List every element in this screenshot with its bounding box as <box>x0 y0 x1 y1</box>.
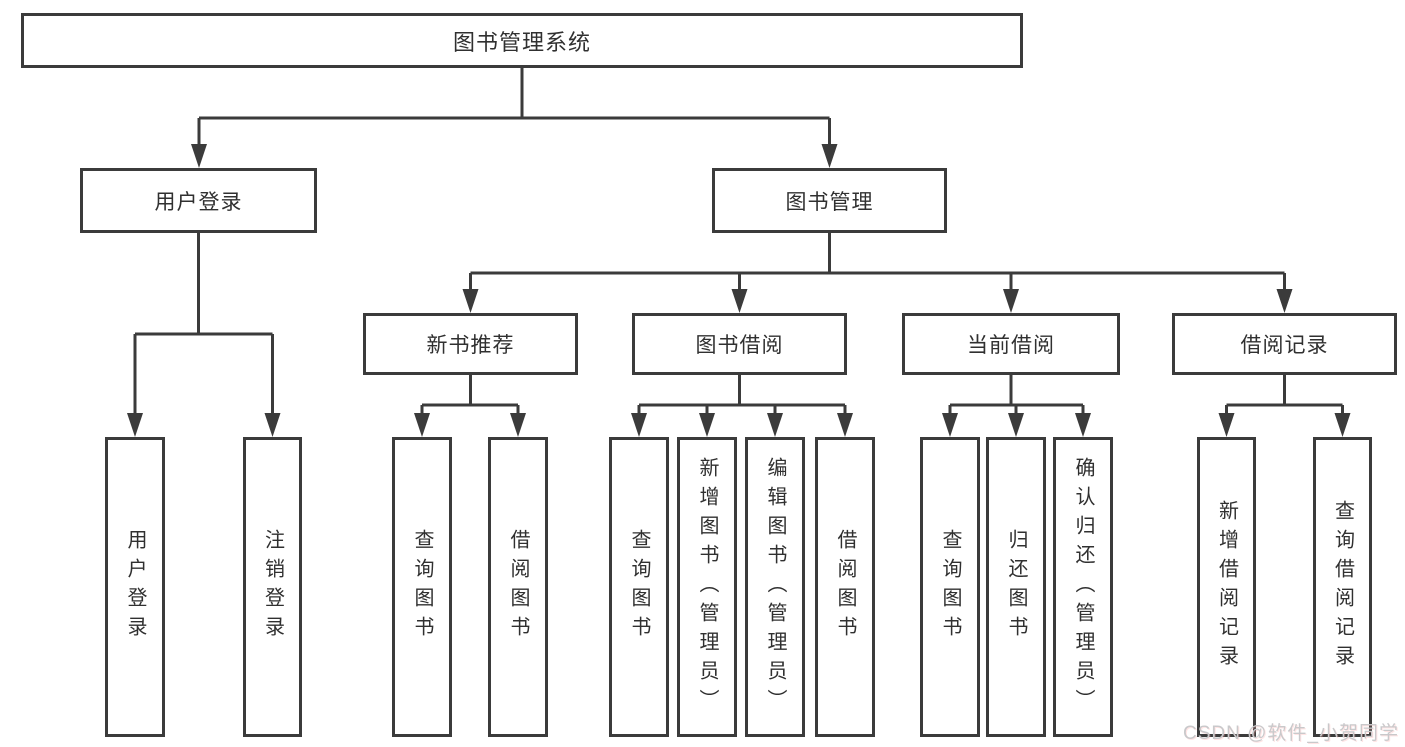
arrow-down-icon <box>821 144 838 168</box>
leaf-logout: 注销登录 <box>243 437 302 737</box>
node-current-borrowing: 当前借阅 <box>902 313 1120 375</box>
arrow-down-icon <box>1003 289 1019 313</box>
arrow-down-icon <box>1075 413 1091 437</box>
node-book-borrowing: 图书借阅 <box>632 313 847 375</box>
leaf-query-books-borrowing: 查询图书 <box>609 437 669 737</box>
leaf-query-books-recommend: 查询图书 <box>392 437 452 737</box>
arrow-down-icon <box>1008 413 1024 437</box>
arrow-down-icon <box>191 144 207 168</box>
leaf-query-borrow-record: 查询借阅记录 <box>1313 437 1372 737</box>
node-library-management-system: 图书管理系统 <box>21 13 1023 68</box>
arrow-down-icon <box>264 413 281 437</box>
leaf-add-borrow-record: 新增借阅记录 <box>1197 437 1256 737</box>
arrow-down-icon <box>699 413 715 437</box>
arrow-down-icon <box>1334 413 1351 437</box>
leaf-edit-books-admin: 编辑图书（管理员） <box>745 437 805 737</box>
leaf-query-books-current: 查询图书 <box>920 437 980 737</box>
leaf-return-books: 归还图书 <box>986 437 1046 737</box>
node-book-management: 图书管理 <box>712 168 947 233</box>
leaf-user-login: 用户登录 <box>105 437 165 737</box>
arrow-down-icon <box>631 413 647 437</box>
node-user-login: 用户登录 <box>80 168 317 233</box>
csdn-watermark: CSDN @软件_小贺同学 <box>1183 723 1399 744</box>
arrow-down-icon <box>767 413 783 437</box>
arrow-down-icon <box>837 413 853 437</box>
arrow-down-icon <box>462 289 479 313</box>
arrow-down-icon <box>1276 289 1293 313</box>
arrow-down-icon <box>414 413 430 437</box>
arrow-down-icon <box>942 413 958 437</box>
arrow-down-icon <box>127 413 143 437</box>
leaf-confirm-return-admin: 确认归还（管理员） <box>1053 437 1113 737</box>
arrow-down-icon <box>510 413 526 437</box>
node-new-book-recommendation: 新书推荐 <box>363 313 578 375</box>
leaf-borrow-books: 借阅图书 <box>815 437 875 737</box>
arrow-down-icon <box>731 289 748 313</box>
node-borrowing-records: 借阅记录 <box>1172 313 1397 375</box>
arrow-down-icon <box>1218 413 1235 437</box>
leaf-borrow-books-recommend: 借阅图书 <box>488 437 548 737</box>
leaf-add-books-admin: 新增图书（管理员） <box>677 437 737 737</box>
